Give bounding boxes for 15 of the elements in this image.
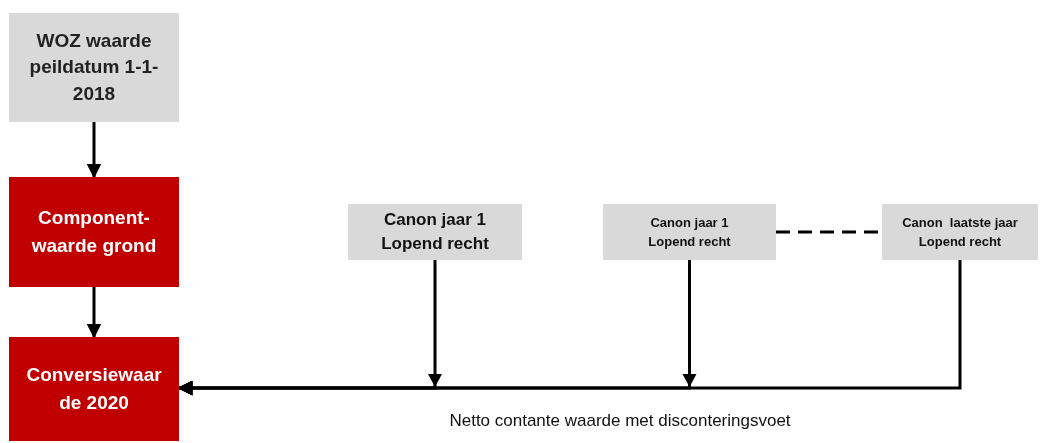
box-label: Canon jaar 1 Lopend recht — [380, 209, 490, 255]
process-box — [9, 13, 179, 122]
arrow — [86, 122, 102, 179]
box-label: Canon jaar 1 Lopend recht — [647, 213, 732, 251]
box-label: Component-waarde grond — [30, 205, 158, 258]
process-box — [603, 204, 776, 260]
process-box — [348, 204, 522, 260]
box-label: Canon laatste jaar Lopend recht — [901, 213, 1019, 251]
box-label: Conversiewaar de 2020 — [25, 362, 163, 415]
note-text: Netto contante waarde met disconteringsvoet — [448, 410, 792, 432]
process-box — [882, 204, 1038, 260]
process-box — [9, 177, 179, 287]
process-box — [9, 337, 179, 441]
arrow — [86, 287, 102, 339]
box-label: WOZ waarde peildatum 1-1-2018 — [28, 28, 160, 106]
